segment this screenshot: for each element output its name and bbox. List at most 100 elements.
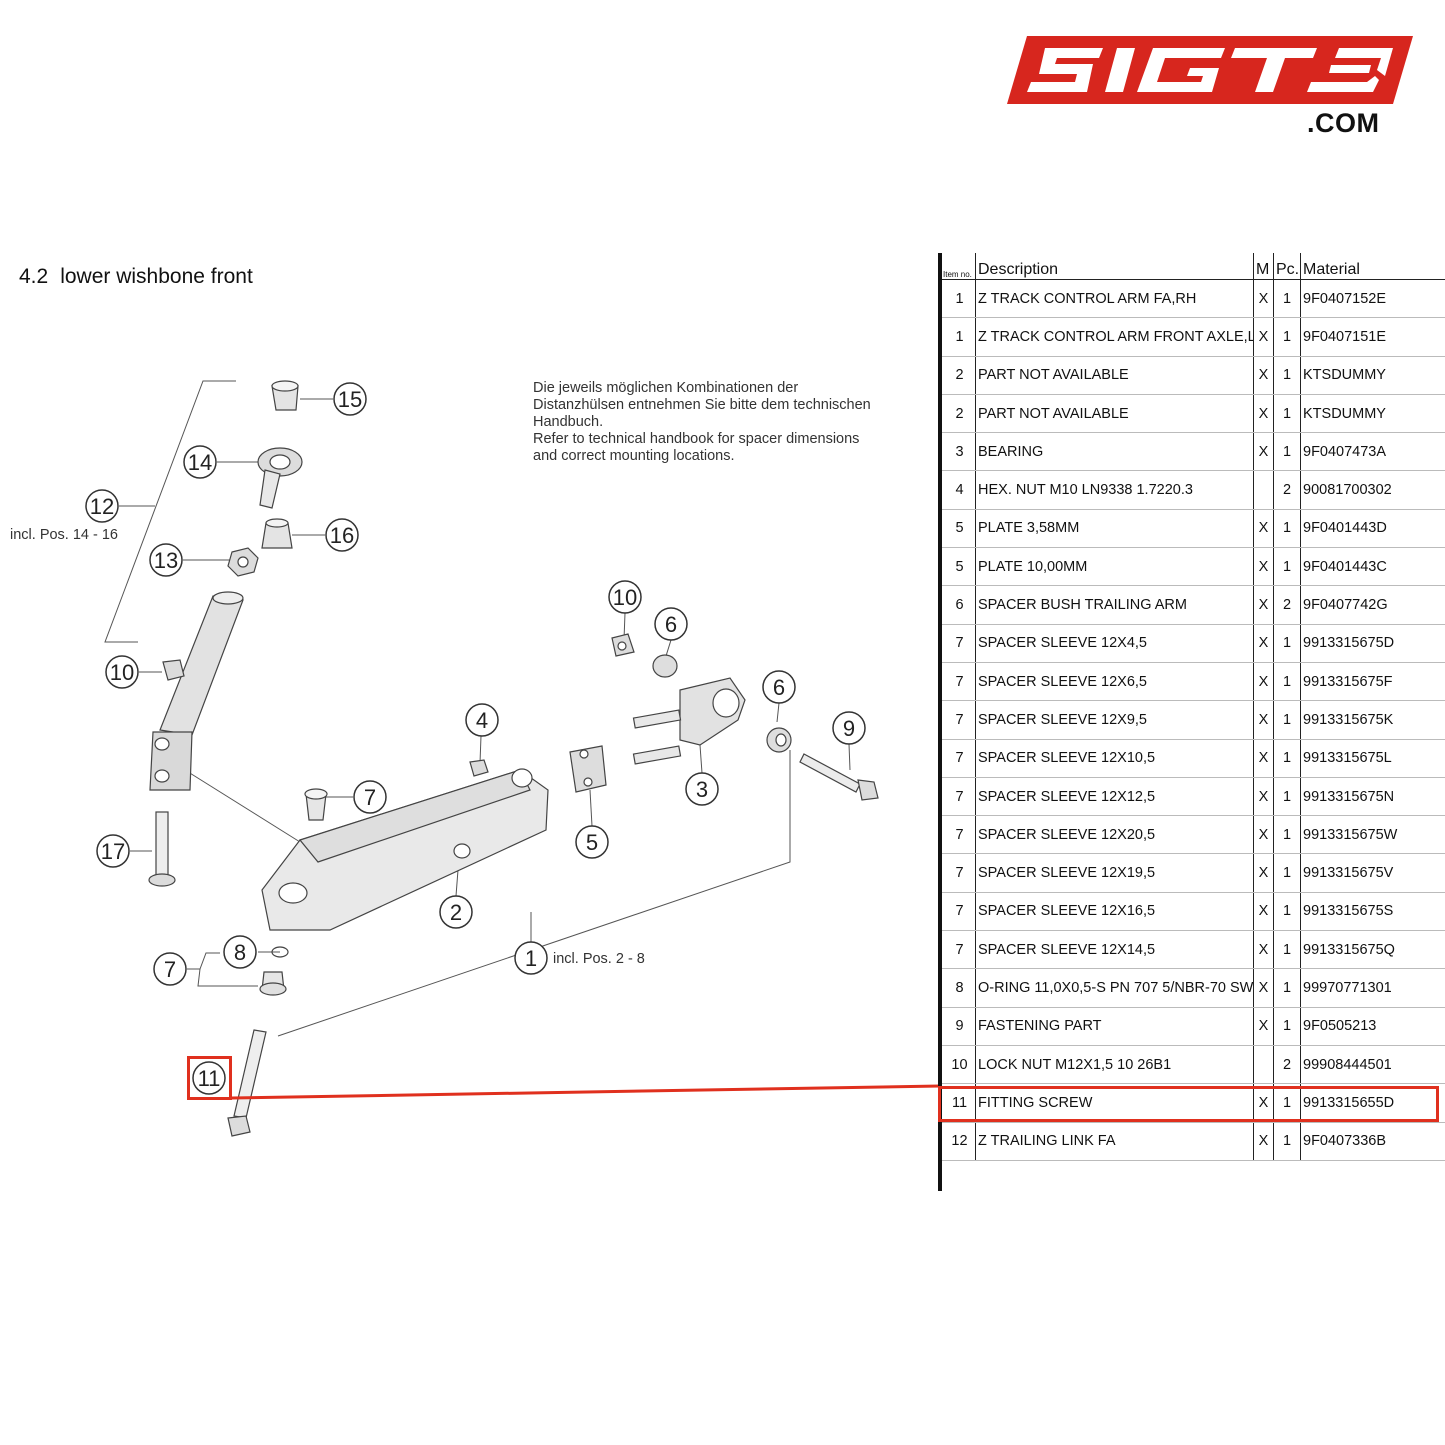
callout-2: 2 xyxy=(439,895,473,929)
callout-5: 5 xyxy=(575,825,609,859)
svg-text:7: 7 xyxy=(364,785,376,810)
m-cell: X xyxy=(1253,930,1274,970)
item-no-cell: 7 xyxy=(942,930,976,970)
description-cell: LOCK NUT M12X1,5 10 26B1 xyxy=(975,1045,1254,1085)
item-no-cell: 2 xyxy=(942,394,976,434)
pc-cell: 1 xyxy=(1273,394,1301,434)
header-material: Material xyxy=(1300,253,1445,280)
pc-cell: 1 xyxy=(1273,662,1301,702)
note-line: Die jeweils möglichen Kombinationen der xyxy=(533,380,799,396)
m-cell xyxy=(1253,470,1274,510)
material-cell: 9913315675Q xyxy=(1300,930,1445,970)
material-cell: 9F0407742G xyxy=(1300,585,1445,625)
callout-7-lower: 7 xyxy=(153,952,187,986)
description-cell: FASTENING PART xyxy=(975,1007,1254,1046)
item-no-cell: 5 xyxy=(942,547,976,587)
material-cell: 9913315675K xyxy=(1300,700,1445,740)
callout-10-left: 10 xyxy=(105,655,139,689)
svg-text:4: 4 xyxy=(476,708,488,733)
item-no-cell: 3 xyxy=(942,432,976,472)
item-no-cell: 5 xyxy=(942,509,976,549)
callout-8: 8 xyxy=(223,935,257,969)
m-cell: X xyxy=(1253,892,1274,932)
group-12-label: incl. Pos. 14 - 16 xyxy=(10,527,118,543)
material-cell: 9913315675L xyxy=(1300,739,1445,778)
svg-text:10: 10 xyxy=(110,660,134,685)
m-cell: X xyxy=(1253,700,1274,740)
pc-cell: 2 xyxy=(1273,585,1301,625)
material-cell: 9913315675D xyxy=(1300,624,1445,663)
callout-17: 17 xyxy=(96,834,130,868)
description-cell: Z TRACK CONTROL ARM FRONT AXLE,LH xyxy=(975,317,1254,357)
description-cell: SPACER SLEEVE 12X9,5 xyxy=(975,700,1254,740)
m-cell: X xyxy=(1253,777,1274,817)
item-no-cell: 7 xyxy=(942,777,976,817)
description-cell: SPACER SLEEVE 12X12,5 xyxy=(975,777,1254,817)
section-title-text: lower wishbone front xyxy=(60,265,253,288)
item-no-cell: 11 xyxy=(942,1083,976,1123)
m-cell: X xyxy=(1253,279,1274,319)
m-cell: X xyxy=(1253,815,1274,855)
m-cell: X xyxy=(1253,1007,1274,1046)
description-cell: SPACER SLEEVE 12X4,5 xyxy=(975,624,1254,663)
callout-7-upper: 7 xyxy=(353,780,387,814)
logo-domain: .COM xyxy=(1307,108,1380,138)
svg-text:6: 6 xyxy=(773,675,785,700)
logo-mark xyxy=(1007,36,1413,104)
item-no-cell: 7 xyxy=(942,624,976,663)
header-pc: Pc. xyxy=(1273,253,1301,280)
svg-text:14: 14 xyxy=(188,450,212,475)
pc-cell: 1 xyxy=(1273,317,1301,357)
m-cell: X xyxy=(1253,432,1274,472)
note-line: Distanzhülsen entnehmen Sie bitte dem te… xyxy=(533,397,871,413)
pc-cell: 1 xyxy=(1273,624,1301,663)
svg-text:8: 8 xyxy=(234,940,246,965)
material-cell: 9F0407473A xyxy=(1300,432,1445,472)
description-cell: PLATE 10,00MM xyxy=(975,547,1254,587)
callout-12: 12 xyxy=(85,489,119,523)
note-line: and correct mounting locations. xyxy=(533,448,735,464)
m-cell: X xyxy=(1253,968,1274,1008)
material-cell: 9913315655D xyxy=(1300,1083,1445,1123)
m-cell: X xyxy=(1253,547,1274,587)
item-no-cell: 10 xyxy=(942,1045,976,1085)
item-no-cell: 9 xyxy=(942,1007,976,1046)
pc-cell: 1 xyxy=(1273,279,1301,319)
exploded-parts-diagram: 15 14 12 16 13 10 17 7 4 10 6 6 9 3 5 2 … xyxy=(10,380,879,1137)
m-cell: X xyxy=(1253,394,1274,434)
pc-cell: 1 xyxy=(1273,892,1301,932)
highlight-callout-box xyxy=(187,1056,232,1100)
item-no-cell: 7 xyxy=(942,700,976,740)
m-cell: X xyxy=(1253,662,1274,702)
m-cell: X xyxy=(1253,1122,1274,1161)
header-description: Description xyxy=(975,253,1254,280)
pc-cell: 1 xyxy=(1273,815,1301,855)
pc-cell: 1 xyxy=(1273,356,1301,395)
description-cell: O-RING 11,0X0,5-S PN 707 5/NBR-70 SW xyxy=(975,968,1254,1008)
brand-logo[interactable]: .COM xyxy=(1005,32,1415,144)
